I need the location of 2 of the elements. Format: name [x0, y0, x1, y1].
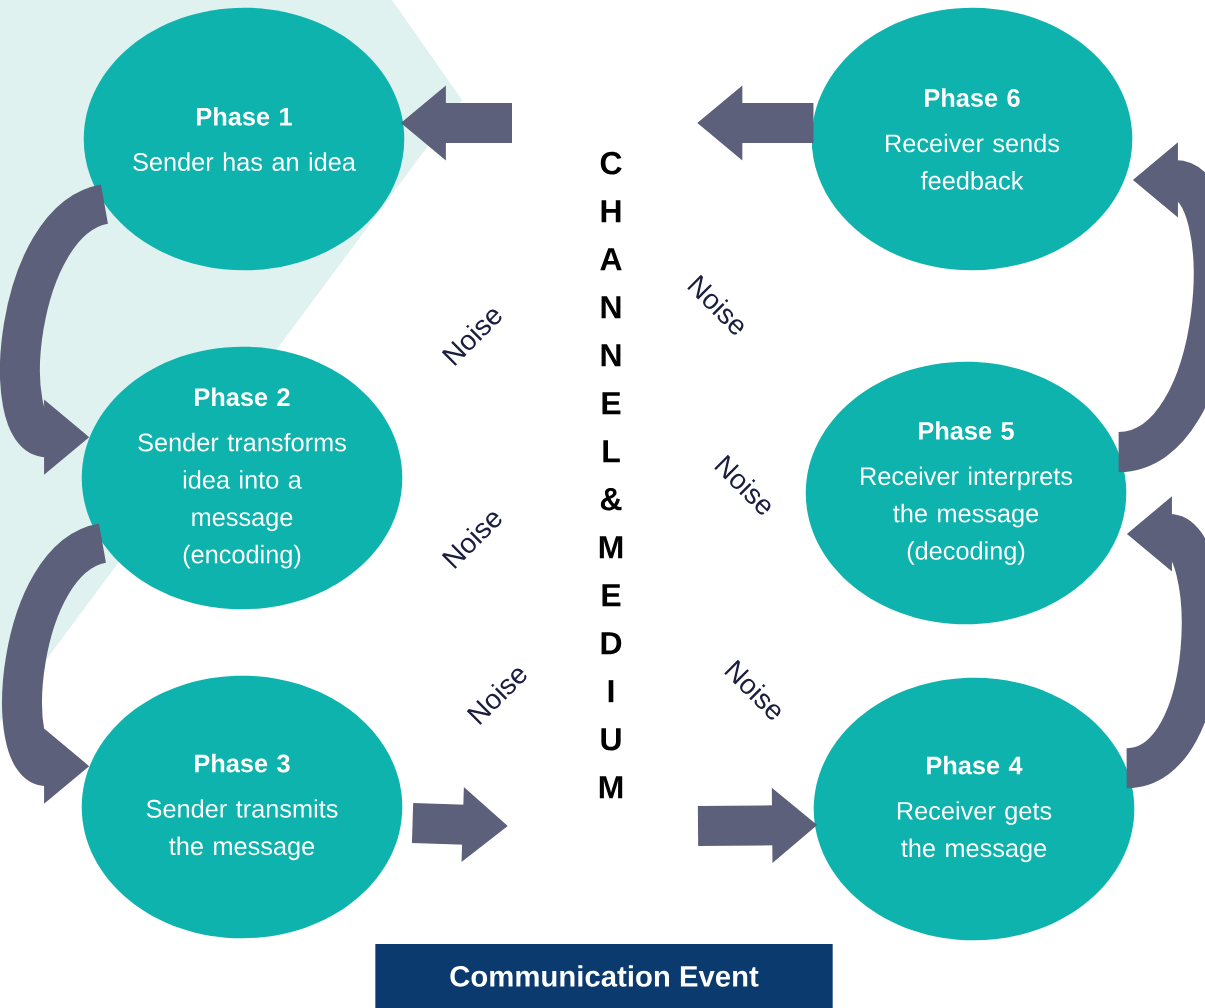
- channel-text: C H A N N E L & M E D I U M: [599, 151, 623, 799]
- title-banner: Communication Event: [375, 944, 833, 1008]
